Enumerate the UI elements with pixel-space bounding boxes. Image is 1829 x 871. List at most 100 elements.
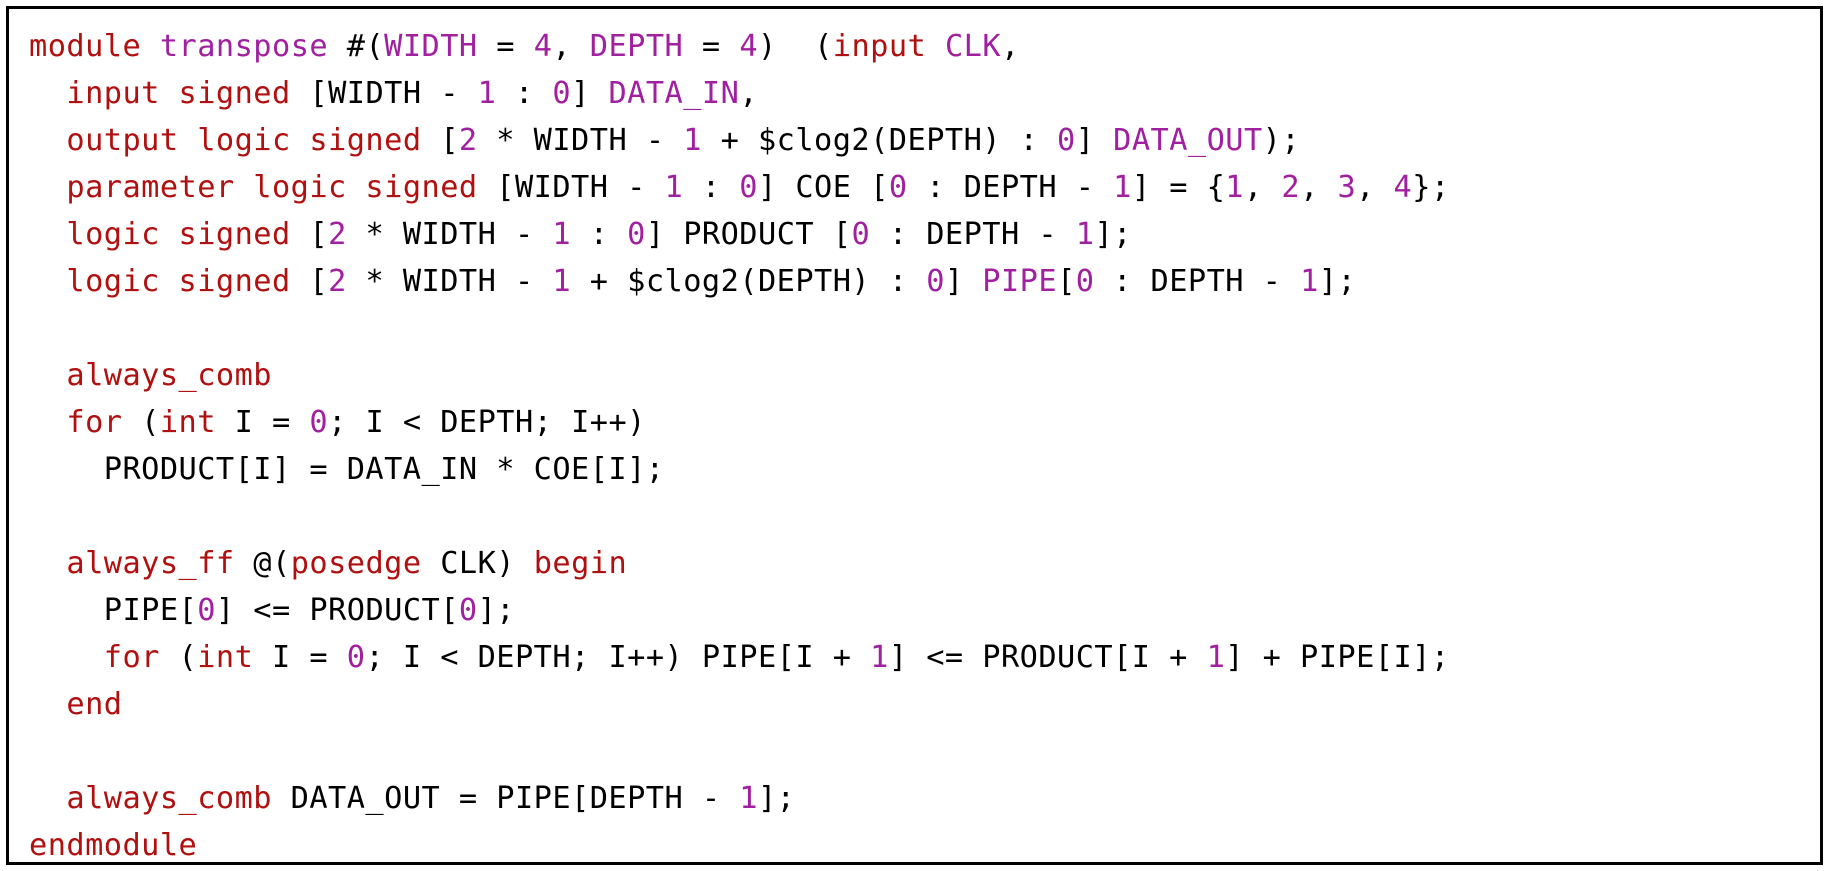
code-text: ]; <box>1094 217 1132 252</box>
code-number: 4 <box>533 29 553 64</box>
code-text: I = <box>215 405 310 440</box>
code-keyword: int <box>159 405 216 440</box>
code-line: PIPE[0] <= PRODUCT[0]; <box>29 587 1450 634</box>
code-keyword: logic signed <box>66 217 291 252</box>
code-number: 2 <box>328 217 347 252</box>
code-number: 1 <box>664 170 684 205</box>
code-text: [WIDTH - <box>477 170 665 205</box>
code-line: for (int I = 0; I < DEPTH; I++) PIPE[I +… <box>29 634 1450 681</box>
code-keyword: posedge <box>290 546 422 581</box>
code-number: 3 <box>1337 170 1357 205</box>
code-keyword: endmodule <box>29 828 198 863</box>
code-line: module transpose #(WIDTH = 4, DEPTH = 4)… <box>29 23 1450 70</box>
code-text: * WIDTH - <box>346 217 553 252</box>
code-number: 0 <box>627 217 646 252</box>
code-text: ; I < DEPTH; I++) <box>328 405 646 440</box>
code-text <box>29 546 66 581</box>
code-text: * WIDTH - <box>346 264 553 299</box>
code-number: 1 <box>1113 170 1132 205</box>
code-text: I = <box>253 640 347 675</box>
code-identifier: WIDTH <box>384 29 478 64</box>
code-number: 4 <box>1393 170 1413 205</box>
code-text: ] COE [ <box>757 170 889 205</box>
code-text: CLK) <box>421 546 534 581</box>
code-text <box>29 781 66 816</box>
code-text: + $clog2(DEPTH) : <box>701 123 1058 158</box>
code-number: 1 <box>683 123 702 158</box>
code-keyword: int <box>197 640 254 675</box>
code-line: input signed [WIDTH - 1 : 0] DATA_IN, <box>29 70 1450 117</box>
code-text: = <box>477 29 534 64</box>
code-text: ) ( <box>758 29 833 64</box>
blank-code-line <box>29 728 1450 775</box>
code-number: 0 <box>1075 264 1095 299</box>
code-text: @( <box>234 546 291 581</box>
code-text: ]; <box>757 781 796 816</box>
code-number: 2 <box>1281 170 1301 205</box>
code-text: [ <box>290 76 329 111</box>
code-text: #( <box>328 29 385 64</box>
code-text <box>141 29 160 64</box>
code-number: 0 <box>888 170 908 205</box>
code-text: [ <box>421 123 459 158</box>
code-text: PIPE[ <box>29 593 198 628</box>
code-keyword: always_comb <box>66 358 272 393</box>
code-text: DATA_OUT = PIPE[DEPTH - <box>271 781 740 816</box>
code-text: : DEPTH - <box>1094 264 1301 299</box>
code-text: , <box>1243 170 1282 205</box>
code-keyword: input signed <box>66 76 291 111</box>
code-text: [ <box>1057 264 1076 299</box>
code-number: 1 <box>552 217 572 252</box>
code-text: ] PRODUCT [ <box>645 217 852 252</box>
code-text <box>29 264 66 299</box>
code-text: WIDTH - <box>328 76 478 111</box>
code-text <box>29 76 66 111</box>
code-keyword: parameter logic signed <box>66 170 478 205</box>
code-text: ] <= PRODUCT[I + <box>888 640 1207 675</box>
code-number: 0 <box>309 405 329 440</box>
code-text: ] <box>1075 123 1114 158</box>
code-text: [ <box>290 264 329 299</box>
code-identifier: CLK <box>944 29 1002 64</box>
code-identifier: DATA_IN <box>608 76 740 111</box>
code-line: end <box>29 681 1450 728</box>
code-text: ] + PIPE[I]; <box>1225 640 1450 675</box>
code-text: ] <= PRODUCT[ <box>215 593 459 628</box>
code-number: 1 <box>1225 170 1244 205</box>
code-text: , <box>1001 29 1020 64</box>
code-line: logic signed [2 * WIDTH - 1 : 0] PRODUCT… <box>29 211 1450 258</box>
code-keyword: always_ff <box>66 546 235 581</box>
code-line: parameter logic signed [WIDTH - 1 : 0] C… <box>29 164 1450 211</box>
code-keyword: for <box>66 405 123 440</box>
code-text: ]; <box>1318 264 1357 299</box>
code-text: ]; <box>477 593 515 628</box>
code-number: 2 <box>328 264 347 299</box>
code-text: ); <box>1262 123 1301 158</box>
blank-code-line <box>29 493 1450 540</box>
code-text: , <box>552 29 590 64</box>
code-number: 1 <box>739 781 758 816</box>
code-line: always_ff @(posedge CLK) begin <box>29 540 1450 587</box>
code-text <box>29 405 66 440</box>
code-identifier: PIPE <box>982 264 1058 299</box>
code-text <box>29 687 66 722</box>
code-number: 0 <box>197 593 216 628</box>
code-number: 0 <box>926 264 945 299</box>
code-number: 0 <box>552 76 572 111</box>
code-text <box>29 170 66 205</box>
code-text <box>29 358 66 393</box>
code-number: 0 <box>739 170 758 205</box>
code-line: endmodule <box>29 822 1450 863</box>
code-keyword: end <box>66 687 123 722</box>
code-text: + $clog2(DEPTH) : <box>571 264 927 299</box>
code-listing-frame: module transpose #(WIDTH = 4, DEPTH = 4)… <box>6 6 1823 865</box>
code-text: PRODUCT[I] = DATA_IN * COE[I]; <box>29 452 665 487</box>
code-text: ] <box>571 76 609 111</box>
code-number: 1 <box>1075 217 1095 252</box>
code-number: 1 <box>1300 264 1319 299</box>
code-number: 0 <box>851 217 871 252</box>
code-number: 4 <box>739 29 759 64</box>
code-number: 0 <box>346 640 366 675</box>
code-keyword: output logic signed <box>66 123 422 158</box>
code-text: * WIDTH - <box>477 123 684 158</box>
